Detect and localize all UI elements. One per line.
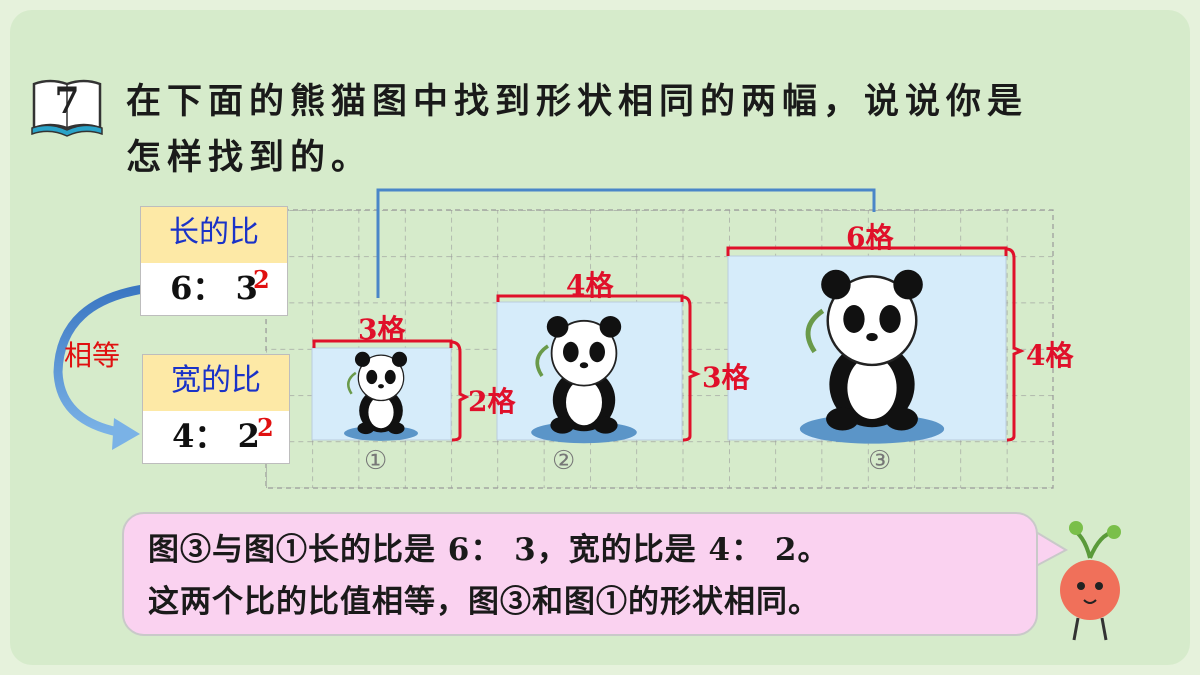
question-line-2: 怎样找到的。: [126, 137, 373, 178]
panda-2-image: [531, 316, 637, 444]
measure-brackets: [312, 246, 1025, 442]
problem-number-badge: 7: [30, 76, 104, 138]
length-ratio-title: 长的比: [141, 207, 287, 263]
question-line-1: 在下面的熊猫图中找到形状相同的两幅，说说你是: [126, 81, 1029, 122]
explanation-bubble: 图③与图①长的比是 6： 3，宽的比是 4： 2。 这两个比的比值相等，图③和图…: [122, 512, 1038, 636]
width-ratio-note: 2: [257, 413, 274, 442]
width-ratio-box: 宽的比 4： 2 2: [142, 354, 290, 464]
figure-3-width-label: 6格: [846, 221, 894, 254]
question-text: 在下面的熊猫图中找到形状相同的两幅，说说你是 怎样找到的。: [126, 74, 1028, 186]
panda-3-image: [799, 269, 945, 444]
book-icon: [31, 79, 103, 137]
bubble-tail: [1035, 530, 1069, 568]
width-ratio-value-row: 4： 2 2: [143, 411, 289, 463]
figure-3-index: ③: [868, 446, 892, 476]
panda-1-image: [344, 351, 418, 441]
length-ratio-value: 6： 3: [170, 269, 258, 307]
problem-number: 7: [54, 80, 80, 122]
connector-line: [376, 188, 876, 298]
figure-2-width-label: 4格: [566, 269, 614, 302]
length-ratio-box: 长的比 6： 3 2: [140, 206, 288, 316]
length-ratio-note: 2: [253, 265, 270, 294]
figure-2-index: ②: [552, 446, 576, 476]
figure-1-height-label: 2格: [468, 385, 516, 418]
explanation-line-1: 图③与图①长的比是 6： 3，宽的比是 4： 2。: [148, 532, 830, 568]
width-ratio-title: 宽的比: [143, 355, 289, 411]
equal-label: 相等: [64, 339, 121, 372]
width-ratio-value: 4： 2: [172, 417, 260, 455]
apple-mascot-image: [1060, 521, 1121, 641]
figure-3-height-label: 4格: [1026, 339, 1074, 372]
length-ratio-value-row: 6： 3 2: [141, 263, 287, 315]
arrow-head: [112, 418, 140, 450]
equal-curved-arrow: [53, 283, 151, 437]
figure-1-index: ①: [364, 446, 388, 476]
explanation-line-2: 这两个比的比值相等，图③和图①的形状相同。: [148, 584, 820, 620]
figure-2-height-label: 3格: [702, 361, 750, 394]
figure-1-width-label: 3格: [358, 313, 406, 346]
